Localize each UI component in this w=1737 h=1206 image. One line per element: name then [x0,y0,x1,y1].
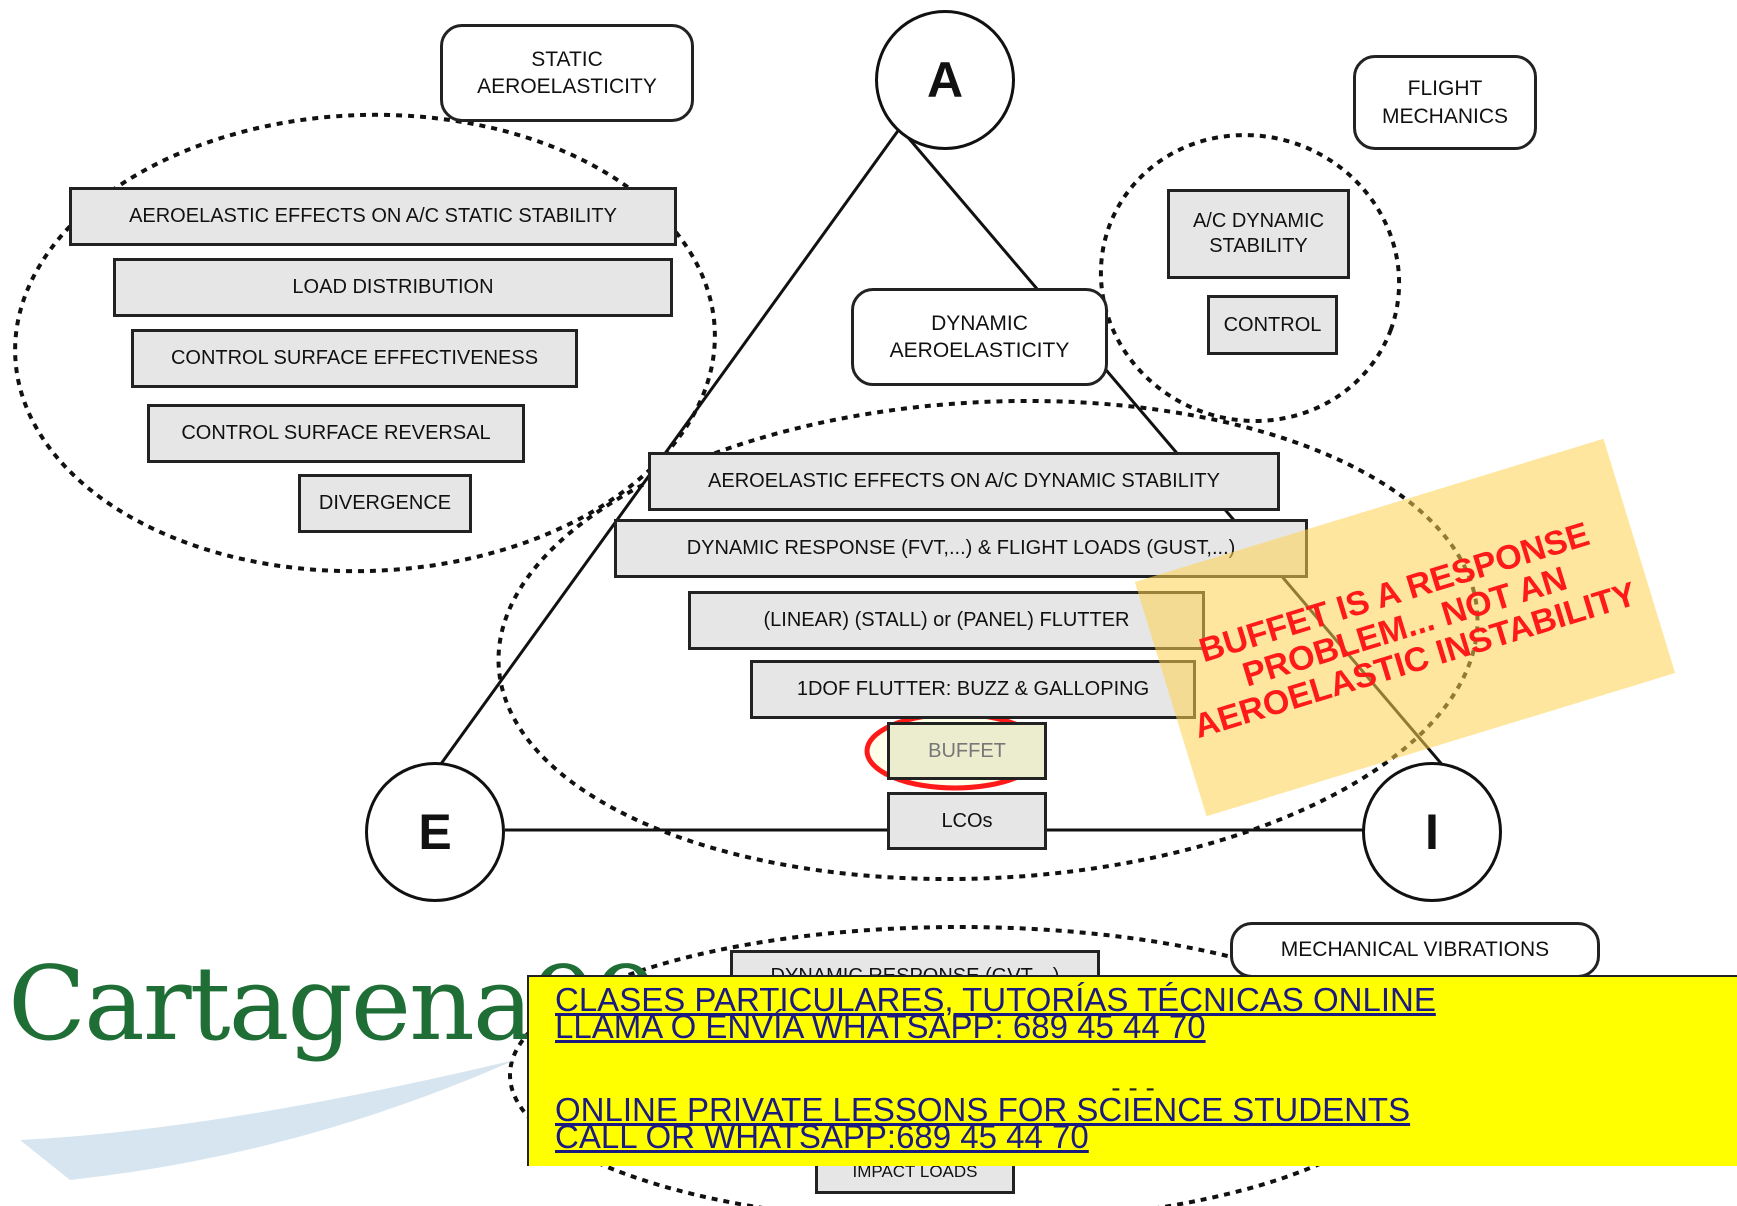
vertex-i: I [1362,762,1502,902]
dynamic-item-lcos: LCOs [887,792,1047,850]
flight-group-outline [1098,133,1402,423]
vertex-e: E [365,762,505,902]
flight-item-control: CONTROL [1207,295,1338,355]
static-item-load-distribution: LOAD DISTRIBUTION [113,258,673,317]
static-item-control-reversal: CONTROL SURFACE REVERSAL [147,404,525,463]
dynamic-aeroelasticity-label: DYNAMIC AEROELASTICITY [851,288,1108,386]
dynamic-item-buffet: BUFFET [887,722,1047,780]
edge-a-e [436,127,902,769]
static-item-divergence: DIVERGENCE [298,474,472,533]
dynamic-item-1dof-flutter: 1DOF FLUTTER: BUZZ & GALLOPING [750,660,1196,719]
banner-line-1[interactable]: CLASES PARTICULARES, TUTORÍAS TÉCNICAS O… [555,981,1436,1018]
dynamic-item-flutter: (LINEAR) (STALL) or (PANEL) FLUTTER [688,591,1205,650]
static-group-outline [13,112,717,574]
static-item-static-stability: AEROELASTIC EFFECTS ON A/C STATIC STABIL… [69,187,677,246]
banner-line-2[interactable]: LLAMA O ENVÍA WHATSAPP: 689 45 44 70 [555,1008,1206,1045]
static-item-control-effectiveness: CONTROL SURFACE EFFECTIVENESS [131,329,578,388]
dynamic-item-dynamic-stability: AEROELASTIC EFFECTS ON A/C DYNAMIC STABI… [648,452,1280,511]
flight-item-dynamic-stability: A/C DYNAMIC STABILITY [1167,189,1350,279]
static-aeroelasticity-label: STATIC AEROELASTICITY [440,24,694,122]
banner-line-4[interactable]: CALL OR WHATSAPP:689 45 44 70 [555,1118,1089,1155]
advert-banner[interactable]: CLASES PARTICULARES, TUTORÍAS TÉCNICAS O… [527,975,1737,1166]
mechanical-vibrations-label: MECHANICAL VIBRATIONS [1230,922,1600,978]
flight-mechanics-label: FLIGHT MECHANICS [1353,55,1537,150]
vertex-a: A [875,10,1015,150]
banner-separator: - - - [1111,1072,1155,1103]
banner-line-3[interactable]: ONLINE PRIVATE LESSONS FOR SCIENCE STUDE… [555,1091,1411,1128]
logo-swoosh-shape [20,1060,515,1180]
watermark-logo-swoosh [20,1060,515,1180]
